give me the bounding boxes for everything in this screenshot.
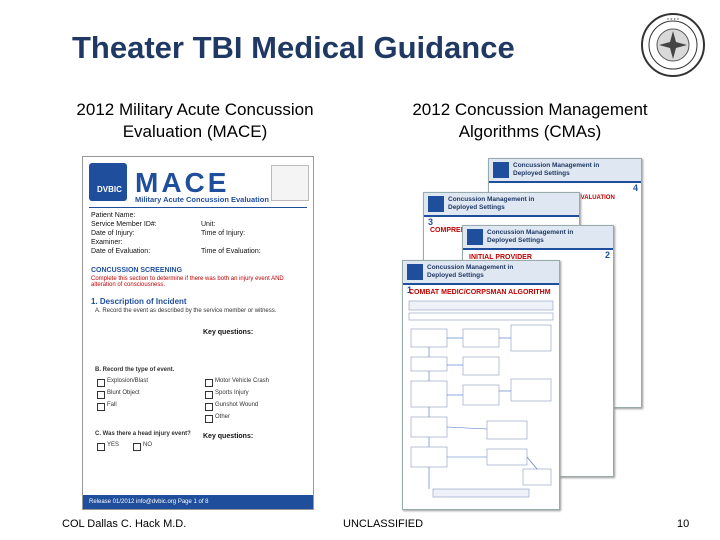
- section-note: Complete this section to determine if th…: [91, 276, 284, 288]
- item-c: C. Was there a head injury event?: [95, 431, 191, 437]
- key-questions-2: Key questions:: [203, 433, 254, 440]
- event-option: Motor Vehicle Crash: [215, 378, 270, 384]
- event-option: Gunshot Wound: [215, 402, 259, 408]
- footer-classification: UNCLASSIFIED: [343, 518, 424, 530]
- page-number-2: 2: [604, 250, 610, 260]
- field-label: Time of Evaluation:: [201, 248, 261, 255]
- field-label: Date of Evaluation:: [91, 248, 151, 255]
- key-questions-1: Key questions:: [203, 329, 254, 336]
- item-a: A. Record the event as described by the …: [95, 308, 277, 314]
- mace-subtitle: Military Acute Concussion Evaluation: [135, 195, 269, 204]
- field-label: Patient Name:: [91, 212, 136, 219]
- item-description: 1. Description of Incident: [91, 297, 187, 306]
- svg-text:* * * *: * * * *: [667, 18, 679, 24]
- field-label: Service Member ID#:: [91, 221, 157, 228]
- flowchart-diagram: [408, 300, 554, 498]
- slide-title: Theater TBI Medical Guidance: [72, 30, 515, 65]
- event-option: Other: [215, 414, 231, 420]
- yes-option: YES: [107, 442, 120, 448]
- mace-title: MACE: [135, 167, 230, 198]
- event-option: Explosion/Blast: [107, 378, 149, 384]
- field-label: Time of Injury:: [201, 230, 246, 237]
- mace-document: DVBIC MACE Military Acute Concussion Eva…: [82, 156, 314, 510]
- mace-footer: Release 01/2012 info@dvbic.org Page 1 of…: [83, 495, 313, 509]
- event-option: Sports Injury: [215, 390, 249, 396]
- mace-caption: 2012 Military Acute Concussion Evaluatio…: [76, 100, 314, 141]
- cma-page-1: Concussion Management in Deployed Settin…: [402, 260, 560, 510]
- item-b: B. Record the type of event.: [95, 367, 175, 373]
- field-label: Unit:: [201, 221, 216, 228]
- algorithm-title: COMPREHENSIVE: [430, 227, 492, 234]
- no-option: NO: [143, 442, 152, 448]
- field-label: Date of Injury:: [91, 230, 135, 237]
- dvbic-seal-icon: * * * *: [641, 13, 705, 77]
- algorithm-title: COMBAT MEDIC/CORPSMAN ALGORITHM: [409, 289, 551, 296]
- dvbic-logo: DVBIC: [89, 163, 127, 201]
- footer-author: COL Dallas C. Hack M.D.: [62, 518, 187, 530]
- footer-page-number: 10: [677, 518, 690, 530]
- release-badge-icon: [271, 165, 309, 201]
- section-title: CONCUSSION SCREENING: [91, 267, 183, 274]
- cma-caption: 2012 Concussion Management Algorithms (C…: [412, 100, 648, 141]
- field-label: Examiner:: [91, 239, 123, 246]
- page-number-3: 3: [428, 217, 434, 227]
- event-option: Blunt Object: [107, 390, 140, 396]
- page-number-1: 1: [407, 285, 413, 295]
- page-number-4: 4: [632, 183, 638, 193]
- event-option: Fall: [107, 402, 117, 408]
- algorithm-title: INITIAL PROVIDER: [469, 254, 532, 261]
